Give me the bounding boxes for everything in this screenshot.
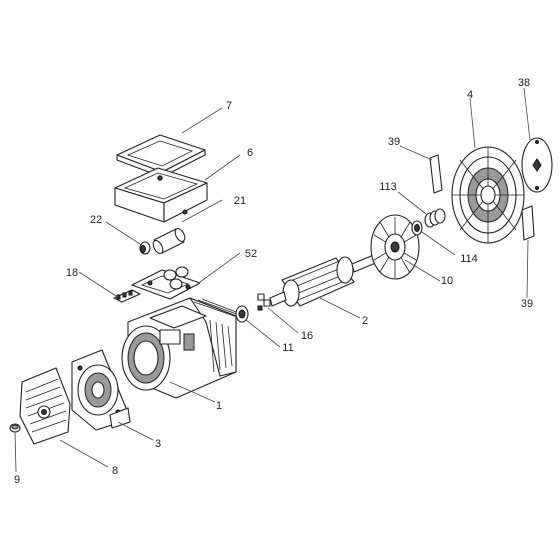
part-16-brush-holder bbox=[257, 293, 271, 311]
callout-52: 52 bbox=[245, 248, 257, 260]
part-38-cover-disc bbox=[521, 137, 553, 193]
callout-39-left: 39 bbox=[388, 136, 400, 148]
part-52-regulator-board bbox=[131, 266, 201, 300]
part-114-bearing bbox=[411, 220, 423, 236]
part-1-stator-housing bbox=[121, 297, 245, 399]
part-39-bracket-right bbox=[521, 205, 535, 241]
part-113-spring bbox=[424, 208, 446, 228]
callout-1: 1 bbox=[216, 400, 222, 412]
part-21-capacitor bbox=[152, 227, 186, 255]
part-22-knob bbox=[139, 241, 151, 255]
callout-7: 7 bbox=[226, 100, 232, 112]
callout-11: 11 bbox=[282, 342, 293, 354]
callout-21: 21 bbox=[234, 195, 246, 207]
part-3-front-flange bbox=[71, 349, 131, 431]
part-39-bracket-left bbox=[429, 154, 443, 194]
callout-9: 9 bbox=[14, 474, 20, 486]
part-6-terminal-box bbox=[114, 167, 208, 223]
callout-16: 16 bbox=[301, 330, 313, 342]
callout-22: 22 bbox=[90, 214, 102, 226]
part-4-end-shield bbox=[451, 146, 525, 244]
callout-10: 10 bbox=[441, 275, 453, 287]
leader-lines bbox=[14, 87, 531, 473]
callout-114: 114 bbox=[460, 253, 478, 265]
callout-6: 6 bbox=[247, 147, 253, 159]
part-2-rotor bbox=[269, 253, 379, 307]
callout-8: 8 bbox=[112, 465, 118, 477]
callout-2: 2 bbox=[362, 315, 368, 327]
part-8-front-cover bbox=[19, 367, 71, 445]
callout-39-right: 39 bbox=[521, 298, 533, 310]
callout-labels: 7 6 21 22 52 18 1 3 8 9 11 16 2 10 114 1… bbox=[14, 77, 533, 486]
part-18-terminal-strip bbox=[113, 289, 141, 303]
part-10-fan bbox=[370, 214, 420, 280]
part-7-terminal-box-lid bbox=[116, 134, 206, 178]
part-11-bearing bbox=[235, 305, 249, 323]
callout-18: 18 bbox=[66, 267, 78, 279]
part-9-cap bbox=[9, 423, 21, 433]
callout-3: 3 bbox=[155, 438, 161, 450]
callout-113: 113 bbox=[379, 181, 397, 193]
callout-38: 38 bbox=[518, 77, 530, 89]
callout-4: 4 bbox=[467, 89, 473, 101]
